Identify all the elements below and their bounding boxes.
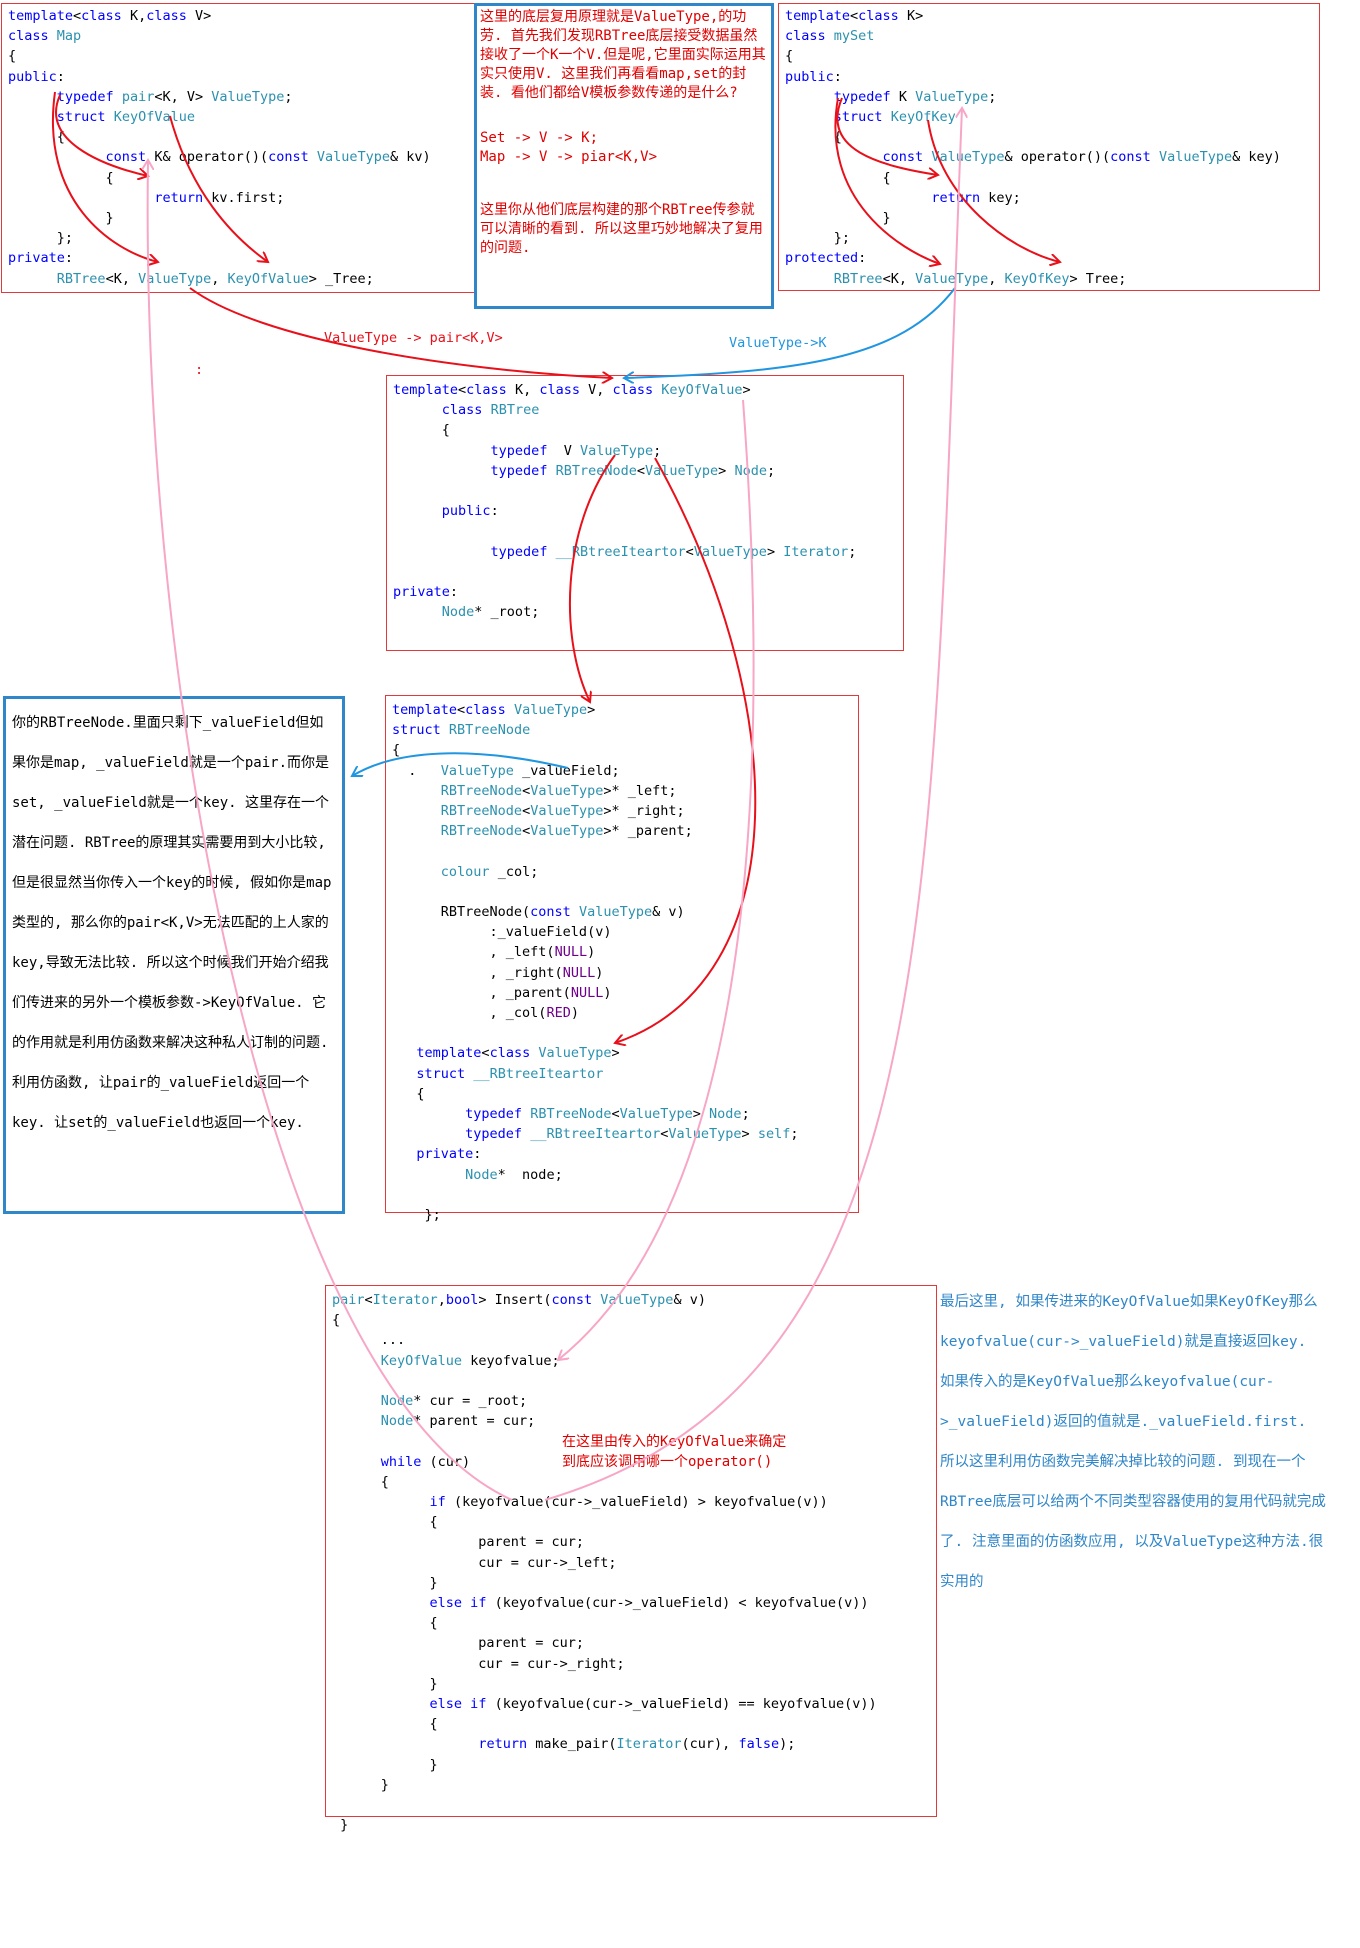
rbtreenode-code: template<class ValueType> struct RBTreeN… <box>392 702 799 1224</box>
center-note-map-line: Map -> V -> piar<K,V> <box>480 149 658 165</box>
center-note-box: 这里的底层复用原理就是ValueType,的功劳. 首先我们发现RBTree底层… <box>474 3 774 309</box>
map-to-rbtree-label: ValueType -> pair<K,V> <box>324 330 503 346</box>
rbtree-class-box: template<class K, class V, class KeyOfVa… <box>386 375 904 651</box>
left-note-text: 你的RBTreeNode.里面只剩下_valueField但如果你是map, _… <box>12 715 332 1131</box>
rbtree-code: template<class K, class V, class KeyOfVa… <box>393 382 857 621</box>
stray-colon-label: : <box>195 362 204 378</box>
rbtreenode-struct-box: template<class ValueType> struct RBTreeN… <box>385 695 859 1223</box>
center-note-set-line: Set -> V -> K; <box>480 130 599 146</box>
left-note-box: 你的RBTreeNode.里面只剩下_valueField但如果你是map, _… <box>3 696 345 1214</box>
insert-code: pair<Iterator,bool> Insert(const ValueTy… <box>332 1292 877 1834</box>
insert-function-box: pair<Iterator,bool> Insert(const ValueTy… <box>325 1285 937 1833</box>
map-code: template<class K,class V> class Map { pu… <box>8 8 431 287</box>
map-class-box: template<class K,class V> class Map { pu… <box>1 3 477 293</box>
insert-inline-note: 在这里由传入的KeyOfValue来确定 到底应该调用哪一个operator() <box>562 1434 787 1470</box>
center-note-para1: 这里的底层复用原理就是ValueType,的功劳. 首先我们发现RBTree底层… <box>480 9 766 101</box>
right-note-text: 最后这里, 如果传进来的KeyOfValue如果KeyOfKey那么keyofv… <box>940 1294 1326 1590</box>
set-class-box: template<class K> class mySet { public: … <box>778 3 1320 291</box>
center-note-para2: 这里你从他们底层构建的那个RBTree传参就可以清晰的看到. 所以这里巧妙地解决… <box>480 202 763 256</box>
set-to-rbtree-label: ValueType->K <box>729 335 827 351</box>
set-code: template<class K> class mySet { public: … <box>785 8 1281 287</box>
